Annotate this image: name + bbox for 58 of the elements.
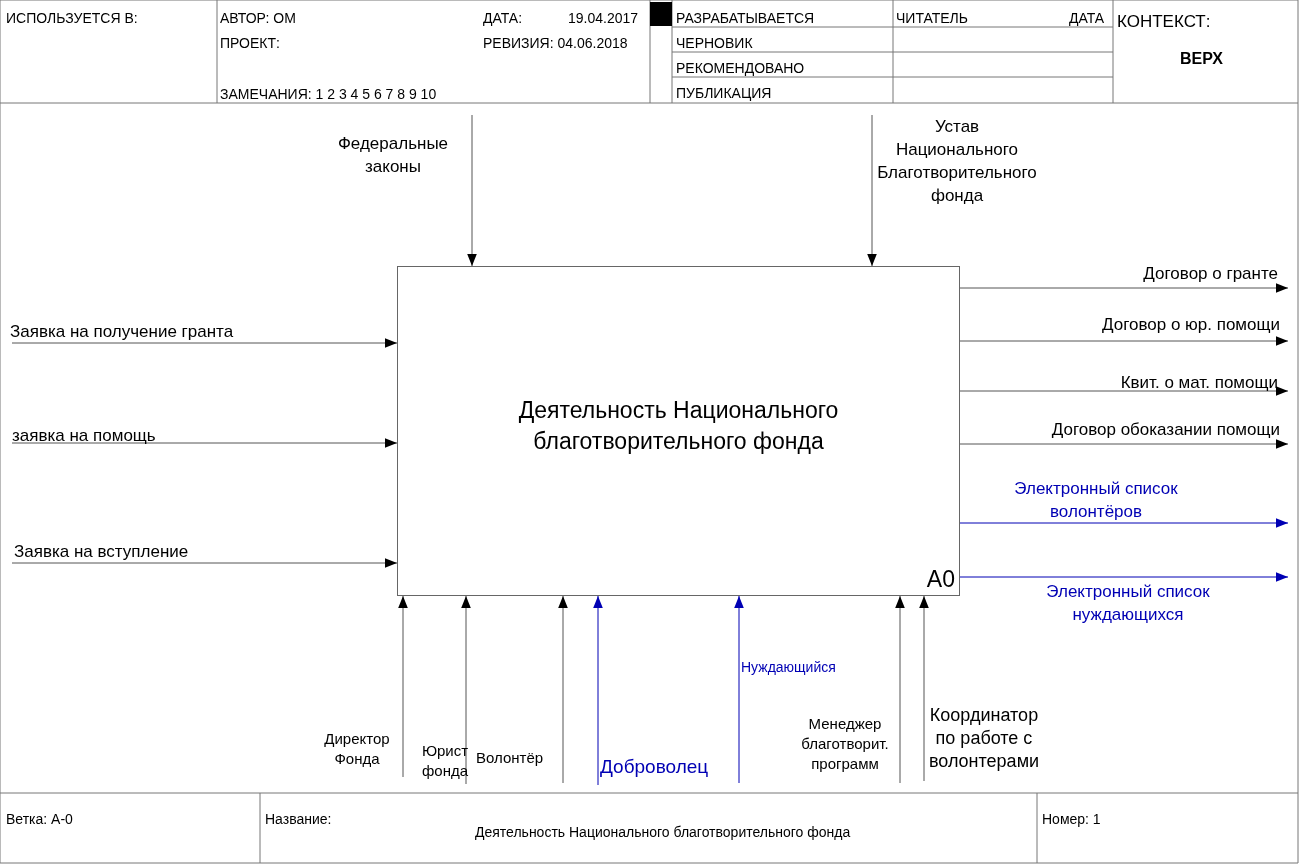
table-cell-text: ЧЕРНОВИК [676,35,753,52]
arrow-label: Устав Национального Благотворительного фонда [872,115,1042,207]
table-cell-text: АВТОР: ОМ [220,10,296,27]
table-cell-text: Номер: 1 [1042,811,1101,828]
table-cell-text: РАЗРАБАТЫВАЕТСЯ [676,10,815,27]
arrow-label: Координатор по работе с волонтерами [922,704,1046,773]
table-cell-text: ЗАМЕЧАНИЯ: 1 2 3 4 5 6 7 8 9 10 [220,86,437,103]
arrow [398,595,408,778]
arrow-label: заявка на помощь [12,424,156,447]
arrow [11,558,398,568]
table-cell-text: ДАТА: [483,10,523,27]
edge-label: Электронный список волонтёров [1013,478,1179,523]
table-cell-text: ПУБЛИКАЦИЯ [676,85,772,102]
arrow [593,595,603,786]
arrow [467,114,477,267]
arrow [959,439,1289,449]
arrow-label: Волонтёр [476,748,544,768]
table-cell-text: ДАТА [1069,10,1105,27]
table-cell-text: РЕКОМЕНДОВАНО [676,60,805,77]
table-cell-text: КОНТЕКСТ: [1117,13,1211,30]
arrow [734,595,744,784]
table-cell-text: Деятельность Национального благотворительного фонда [475,824,851,841]
table-cell-text: ЧИТАТЕЛЬ [896,10,968,27]
arrow [461,595,471,785]
arrow [11,438,398,448]
arrow [959,386,1289,396]
activity-number: A0 [926,566,955,593]
activity-box [397,266,960,596]
arrow [919,595,929,782]
arrow-label: Юрист фонда [415,741,475,781]
arrow [867,114,877,267]
arrow-label: Договор о гранте [1000,262,1278,285]
arrow-label: Заявка на вступление [14,540,189,563]
arrow-label: Менеджер благотворит. программ [795,714,895,774]
table-cell-text: 19.04.2017 [568,10,639,27]
arrow [959,336,1289,346]
activity-name: Деятельность Национального благотворительного фонда [517,396,840,456]
edge-label: Нуждающийся [741,658,836,676]
arrow-label: Электронный список нуждающихся [1028,580,1228,626]
arrow-label: Договор обоказании помощи [980,418,1280,441]
arrow-label: Федеральные законы [318,132,468,178]
arrow-label: Доброволец [600,754,709,779]
table-cell-text: Ветка: A-0 [6,811,73,828]
table-cell-text: ПРОЕКТ: [220,35,280,52]
arrow [959,283,1289,293]
table-cell-text: РЕВИЗИЯ: 04.06.2018 [483,35,628,52]
arrow-label: Заявка на получение гранта [10,320,234,343]
arrow [558,595,568,784]
table-cell-text: Название: [265,811,332,828]
arrow-label: Договор о юр. помощи [1000,313,1280,336]
arrow [959,572,1289,582]
arrow [11,338,398,348]
arrow [895,595,905,784]
arrow-label: Директор Фонда [318,729,396,769]
table-cell-text: ИСПОЛЬЗУЕТСЯ В: [6,10,138,27]
arrow-label: Квит. о мат. помощи [1000,371,1278,394]
arrow [959,518,1289,528]
table-cell-text: ВЕРХ [1180,50,1223,67]
